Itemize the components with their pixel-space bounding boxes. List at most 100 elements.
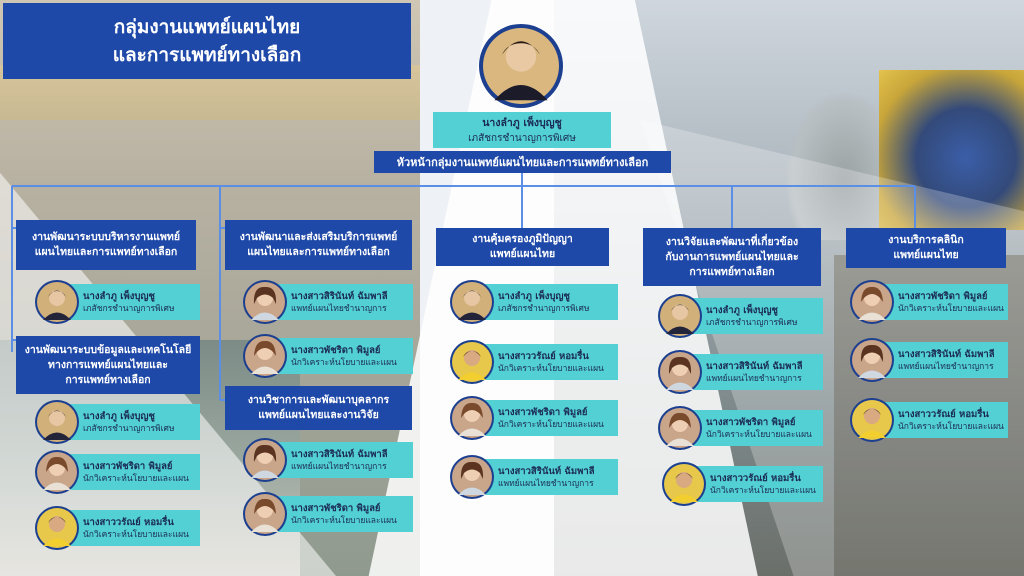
member-card: นางสาวพัชริดา พิมูลย์ นักวิเคราะห์นโยบาย… xyxy=(450,396,618,442)
unit-title-line: แพทย์แผนไทยและงานวิจัย xyxy=(258,409,379,421)
unit-title-line: งานคุ้มครองภูมิปัญญา xyxy=(472,233,573,245)
person-photo-icon xyxy=(452,342,492,382)
member-card: นางลำภู เพ็งบุญชู เภสัชกรชำนาญการพิเศษ xyxy=(35,400,200,446)
member-card: นางสาววรัณย์ หอมรื่น นักวิเคราะห์นโยบายแ… xyxy=(35,506,200,552)
member-name: นางสาวสิรินันท์ ฉัมพาลี xyxy=(898,348,995,360)
member-tag: นางลำภู เพ็งบุญชู เภสัชกรชำนาญการพิเศษ xyxy=(688,298,823,334)
member-avatar xyxy=(658,294,702,338)
member-name: นางสาวพัชริดา พิมูลย์ xyxy=(291,344,381,356)
member-name: นางสาวพัชริดา พิมูลย์ xyxy=(498,406,588,418)
unit-box: งานวิจัยและพัฒนาที่เกี่ยวข้อง กับงานการแ… xyxy=(643,228,821,286)
member-card: นางสาวพัชริดา พิมูลย์ นักวิเคราะห์นโยบาย… xyxy=(658,406,823,452)
member-card: นางสาวสิรินันท์ ฉัมพาลี แพทย์แผนไทยชำนาญ… xyxy=(243,438,413,484)
person-photo-icon xyxy=(452,457,492,497)
member-tag: นางสาวสิรินันท์ ฉัมพาลี แพทย์แผนไทยชำนาญ… xyxy=(480,459,618,495)
unit-box: งานพัฒนาระบบบริหารงานแพทย์ แผนไทยและการแ… xyxy=(16,220,196,270)
member-card: นางสาวสิรินันท์ ฉัมพาลี แพทย์แผนไทยชำนาญ… xyxy=(243,280,413,326)
member-card: นางลำภู เพ็งบุญชู เภสัชกรชำนาญการพิเศษ xyxy=(658,294,823,340)
member-avatar xyxy=(850,338,894,382)
member-name: นางลำภู เพ็งบุญชู xyxy=(706,304,778,316)
member-card: นางลำภู เพ็งบุญชู เภสัชกรชำนาญการพิเศษ xyxy=(35,280,200,326)
member-avatar xyxy=(243,280,287,324)
member-avatar xyxy=(243,492,287,536)
member-name: นางสาววรัณย์ หอมรื่น xyxy=(498,350,589,362)
member-tag: นางสาววรัณย์ หอมรื่น นักวิเคราะห์นโยบายแ… xyxy=(692,466,823,502)
member-role: นักวิเคราะห์นโยบายและแผน xyxy=(291,357,397,368)
person-photo-icon xyxy=(852,282,892,322)
member-tag: นางสาวสิรินันท์ ฉัมพาลี แพทย์แผนไทยชำนาญ… xyxy=(273,284,413,320)
member-role: แพทย์แผนไทยชำนาญการ xyxy=(498,478,594,489)
member-avatar xyxy=(243,438,287,482)
person-photo-icon xyxy=(37,508,77,548)
member-card: นางสาวพัชริดา พิมูลย์ นักวิเคราะห์นโยบาย… xyxy=(243,334,413,380)
head-role-banner: หัวหน้ากลุ่มงานแพทย์แผนไทยและการแพทย์ทาง… xyxy=(374,151,671,173)
member-role: แพทย์แผนไทยชำนาญการ xyxy=(898,361,994,372)
head-name: นางลำภู เพ็งบุญชู xyxy=(482,117,562,129)
unit-title-line: แผนไทยและการแพทย์ทางเลือก xyxy=(34,246,178,258)
member-name: นางสาวพัชริดา พิมูลย์ xyxy=(83,460,173,472)
member-name: นางสาวพัชริดา พิมูลย์ xyxy=(291,502,381,514)
member-avatar xyxy=(35,450,79,494)
member-name: นางสาววรัณย์ หอมรื่น xyxy=(898,408,989,420)
person-photo-icon xyxy=(37,282,77,322)
member-tag: นางสาวพัชริดา พิมูลย์ นักวิเคราะห์นโยบาย… xyxy=(880,284,1008,320)
person-photo-icon xyxy=(660,352,700,392)
member-card: นางสาวพัชริดา พิมูลย์ นักวิเคราะห์นโยบาย… xyxy=(35,450,200,496)
member-role: เภสัชกรชำนาญการพิเศษ xyxy=(706,317,798,328)
page-title-line-1: กลุ่มงานแพทย์แผนไทย xyxy=(113,16,301,38)
member-card: นางสาวพัชริดา พิมูลย์ นักวิเคราะห์นโยบาย… xyxy=(243,492,413,538)
member-tag: นางลำภู เพ็งบุญชู เภสัชกรชำนาญการพิเศษ xyxy=(480,284,618,320)
member-role: นักวิเคราะห์นโยบายและแผน xyxy=(498,419,604,430)
member-role: นักวิเคราะห์นโยบายและแผน xyxy=(706,429,812,440)
member-tag: นางสาวสิรินันท์ ฉัมพาลี แพทย์แผนไทยชำนาญ… xyxy=(880,342,1008,378)
unit-box: งานพัฒนาระบบข้อมูลและเทคโนโลยี ทางการแพท… xyxy=(16,336,200,394)
member-avatar xyxy=(658,406,702,450)
person-photo-icon xyxy=(664,464,704,504)
member-avatar xyxy=(35,506,79,550)
person-photo-icon xyxy=(660,296,700,336)
member-name: นางสาววรัณย์ หอมรื่น xyxy=(83,516,174,528)
member-avatar xyxy=(35,400,79,444)
member-card: นางสาววรัณย์ หอมรื่น นักวิเคราะห์นโยบายแ… xyxy=(850,398,1008,444)
member-tag: นางสาวพัชริดา พิมูลย์ นักวิเคราะห์นโยบาย… xyxy=(688,410,823,446)
member-avatar xyxy=(850,280,894,324)
member-name: นางสาวพัชริดา พิมูลย์ xyxy=(706,416,796,428)
member-card: นางสาวสิรินันท์ ฉัมพาลี แพทย์แผนไทยชำนาญ… xyxy=(850,338,1008,384)
unit-box: งานคุ้มครองภูมิปัญญา แพทย์แผนไทย xyxy=(436,228,609,266)
person-photo-icon xyxy=(852,400,892,440)
member-card: นางสาวสิรินันท์ ฉัมพาลี แพทย์แผนไทยชำนาญ… xyxy=(450,455,618,501)
member-tag: นางสาววรัณย์ หอมรื่น นักวิเคราะห์นโยบายแ… xyxy=(880,402,1008,438)
member-name: นางสาวพัชริดา พิมูลย์ xyxy=(898,290,988,302)
member-avatar xyxy=(35,280,79,324)
member-role: นักวิเคราะห์นโยบายและแผน xyxy=(498,363,604,374)
head-avatar xyxy=(479,24,563,108)
unit-title-line: การแพทย์ทางเลือก xyxy=(689,265,775,278)
member-avatar xyxy=(243,334,287,378)
person-photo-icon xyxy=(245,336,285,376)
member-tag: นางสาวพัชริดา พิมูลย์ นักวิเคราะห์นโยบาย… xyxy=(273,496,413,532)
member-name: นางสาวสิรินันท์ ฉัมพาลี xyxy=(706,360,803,372)
member-name: นางลำภู เพ็งบุญชู xyxy=(83,410,155,422)
member-name: นางสาววรัณย์ หอมรื่น xyxy=(710,472,801,484)
unit-title-line: งานวิจัยและพัฒนาที่เกี่ยวข้อง xyxy=(665,235,799,248)
member-role: นักวิเคราะห์นโยบายและแผน xyxy=(898,421,1004,432)
member-role: นักวิเคราะห์นโยบายและแผน xyxy=(83,529,189,540)
member-tag: นางสาววรัณย์ หอมรื่น นักวิเคราะห์นโยบายแ… xyxy=(65,510,200,546)
unit-title-line: งานวิชาการและพัฒนาบุคลากร xyxy=(247,394,390,406)
member-avatar xyxy=(662,462,706,506)
member-role: เภสัชกรชำนาญการพิเศษ xyxy=(83,423,175,434)
member-card: นางสาวสิรินันท์ ฉัมพาลี แพทย์แผนไทยชำนาญ… xyxy=(658,350,823,396)
member-avatar xyxy=(450,396,494,440)
member-role: นักวิเคราะห์นโยบายและแผน xyxy=(710,485,816,496)
member-role: เภสัชกรชำนาญการพิเศษ xyxy=(498,303,590,314)
member-tag: นางสาวพัชริดา พิมูลย์ นักวิเคราะห์นโยบาย… xyxy=(480,400,618,436)
unit-title-line: งานพัฒนาและส่งเสริมบริการแพทย์ xyxy=(239,231,398,243)
unit-box: งานพัฒนาและส่งเสริมบริการแพทย์ แผนไทยและ… xyxy=(225,220,412,270)
member-tag: นางสาววรัณย์ หอมรื่น นักวิเคราะห์นโยบายแ… xyxy=(480,344,618,380)
member-name: นางลำภู เพ็งบุญชู xyxy=(498,290,570,302)
unit-title-line: งานพัฒนาระบบข้อมูลและเทคโนโลยี xyxy=(24,343,192,356)
member-role: นักวิเคราะห์นโยบายและแผน xyxy=(898,303,1004,314)
member-avatar xyxy=(658,350,702,394)
member-tag: นางสาวพัชริดา พิมูลย์ นักวิเคราะห์นโยบาย… xyxy=(273,338,413,374)
member-role: แพทย์แผนไทยชำนาญการ xyxy=(291,461,387,472)
